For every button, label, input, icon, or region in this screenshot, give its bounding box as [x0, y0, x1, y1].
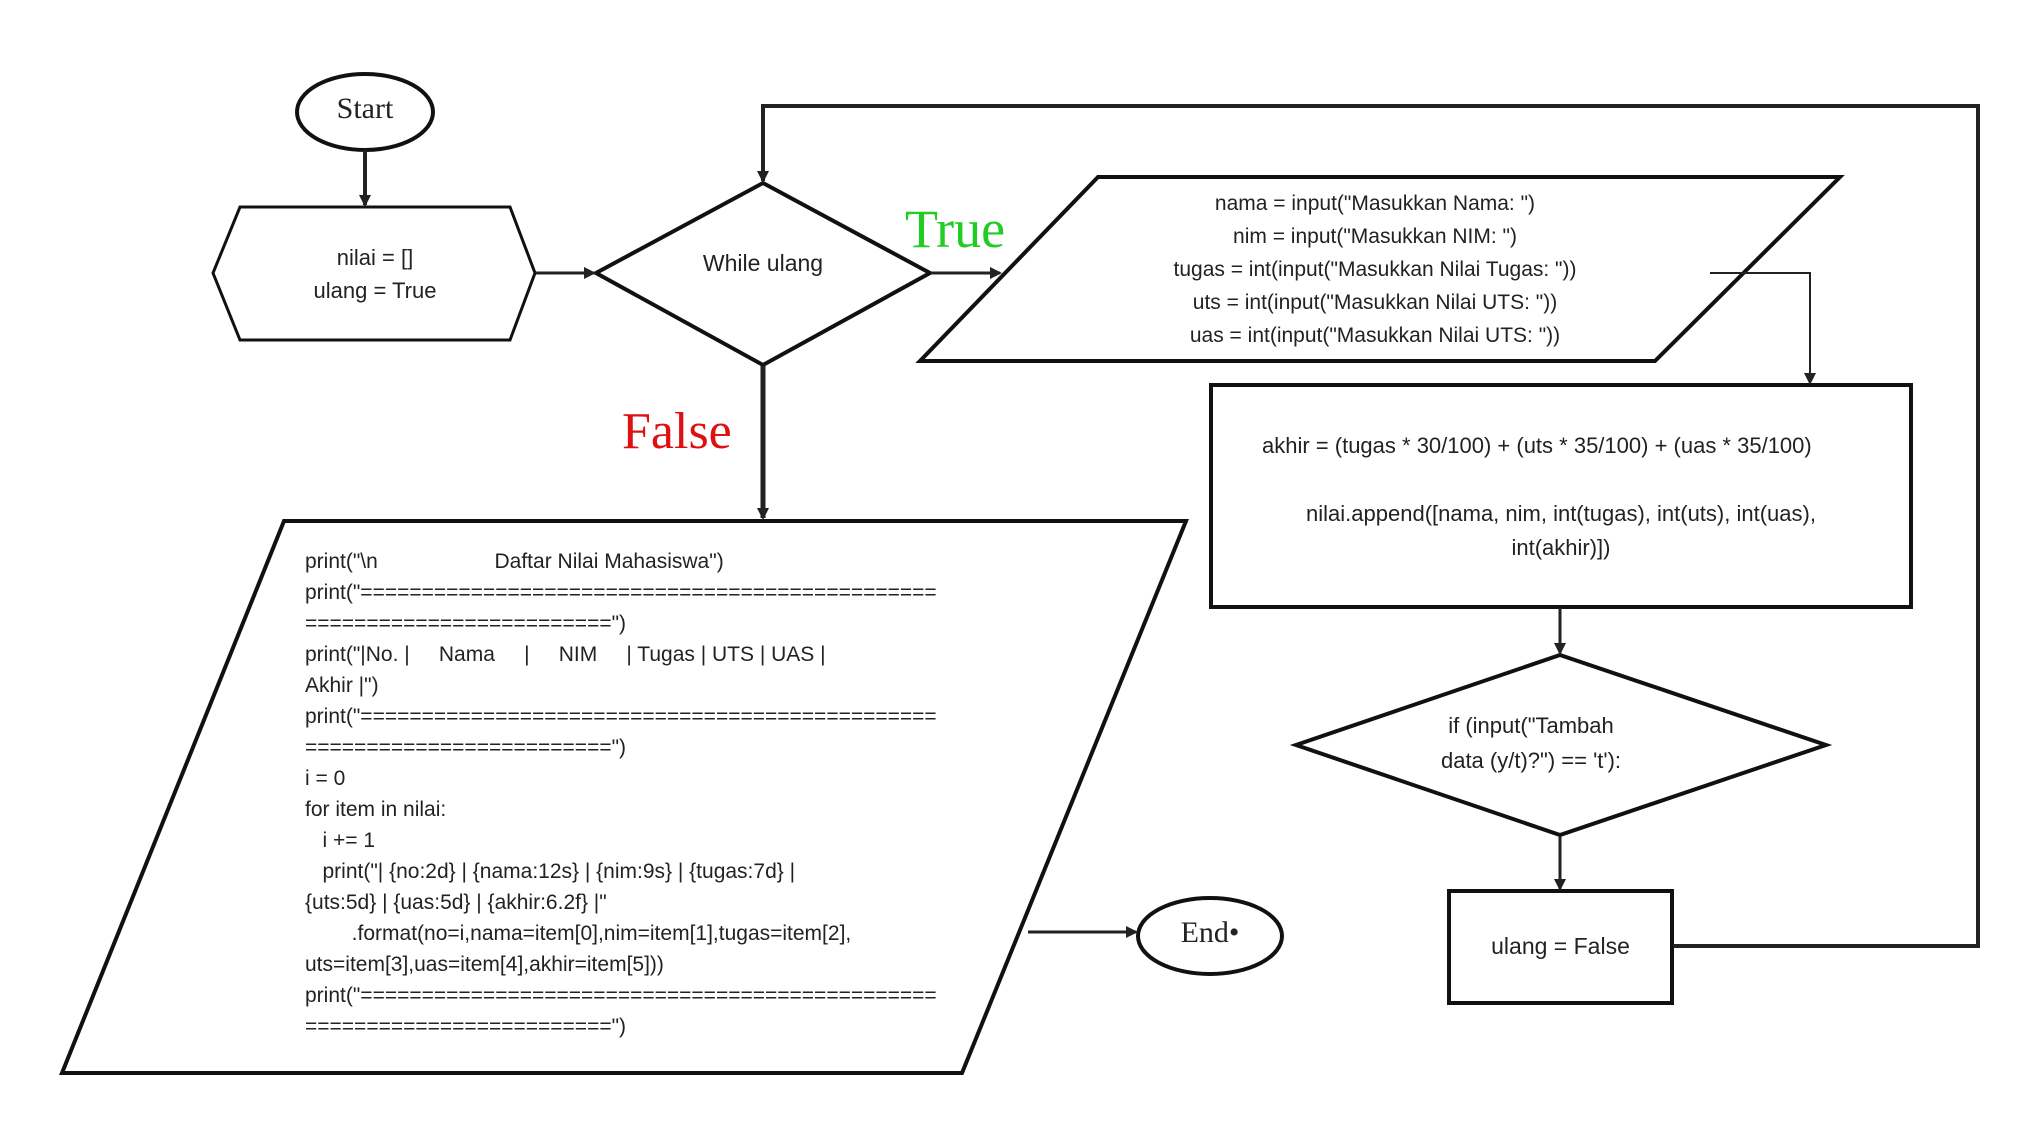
input-line: tugas = int(input("Masukkan Nilai Tugas:…: [1173, 258, 1577, 281]
output-line: Akhir |"): [305, 674, 379, 697]
input-text: nama = input("Masukkan Nama: ") nim = in…: [1080, 187, 1670, 352]
output-parallelogram: [59, 519, 1189, 1075]
end-label: End•: [1180, 916, 1240, 949]
output-line: print("=================================…: [305, 705, 937, 728]
init-text: nilai = [] ulang = True: [240, 241, 510, 307]
process-append: nilai.append([nama, nim, int(tugas), int…: [1216, 497, 1906, 565]
process-line-3: int(akhir)]): [1511, 535, 1611, 560]
output-line: uts=item[3],uas=item[4],akhir=item[5])): [305, 953, 664, 976]
while-label: While ulang: [702, 250, 824, 276]
start-label: Start: [336, 92, 394, 125]
output-line: print("\n Daftar Nilai Mahasiswa"): [305, 550, 724, 573]
output-line: print("=================================…: [305, 984, 937, 1007]
process-line-2: nilai.append([nama, nim, int(tugas), int…: [1306, 501, 1816, 526]
init-line: ulang = True: [313, 278, 437, 303]
end-terminal: [1136, 896, 1284, 976]
set-label: ulang = False: [1491, 933, 1630, 959]
output-line: i += 1: [305, 829, 376, 852]
output-line: for item in nilai:: [305, 798, 447, 821]
loop-back-line: [757, 104, 1980, 948]
input-parallelogram: [915, 175, 1845, 363]
set-ulang-false-box: [1447, 889, 1674, 1005]
input-line: nama = input("Masukkan Nama: "): [1214, 192, 1536, 215]
output-line: print("| {no:2d} | {nama:12s} | {nim:9s}…: [305, 860, 796, 883]
arrow-input-to-process: [1710, 272, 1816, 385]
output-line: {uts:5d} | {uas:5d} | {akhir:6.2f} |": [305, 891, 607, 914]
init-preparation: [211, 205, 537, 342]
if-line: data (y/t)?") == 't'):: [1440, 748, 1622, 773]
process-box: [1209, 383, 1913, 609]
true-label: True: [905, 199, 1006, 259]
output-line: ========================="): [305, 1015, 627, 1038]
if-text: if (input("Tambah data (y/t)?") == 't'):: [1376, 708, 1686, 778]
if-decision: [1289, 652, 1833, 838]
output-line: print("|No. | Nama | NIM | Tugas | UTS |…: [305, 643, 826, 666]
output-line: print("=================================…: [305, 581, 937, 604]
process-line-1: akhir = (tugas * 30/100) + (uts * 35/100…: [1262, 433, 1812, 458]
input-line: uas = int(input("Masukkan Nilai UTS: ")): [1189, 324, 1561, 347]
input-line: uts = int(input("Masukkan Nilai UTS: ")): [1192, 291, 1558, 314]
output-line: ========================="): [305, 612, 627, 635]
output-line: .format(no=i,nama=item[0],nim=item[1],tu…: [305, 922, 852, 945]
init-line: nilai = []: [336, 245, 414, 270]
while-decision: [591, 180, 935, 368]
if-line: if (input("Tambah: [1448, 713, 1614, 738]
input-line: nim = input("Masukkan NIM: "): [1233, 225, 1517, 248]
false-label: False: [622, 403, 732, 460]
output-line: ========================="): [305, 736, 627, 759]
output-line: i = 0: [305, 767, 346, 790]
